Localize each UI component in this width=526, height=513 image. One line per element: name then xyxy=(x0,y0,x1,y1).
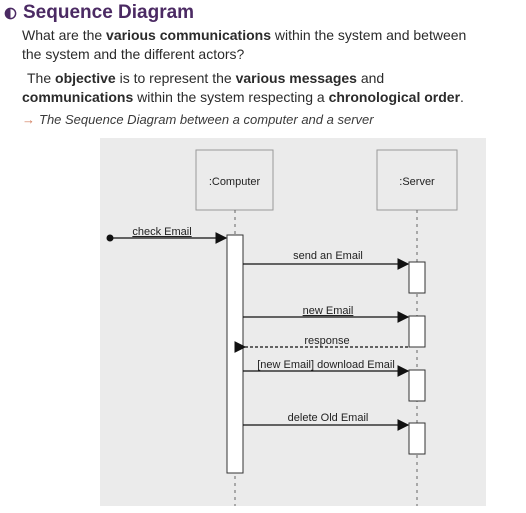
objective-text: and xyxy=(356,70,385,86)
objective-bold-text: communications xyxy=(22,89,134,105)
half-circle-bullet-icon xyxy=(4,7,17,19)
objective-bold-text: objective xyxy=(55,70,116,86)
diagram-caption: → The Sequence Diagram between a computer… xyxy=(22,112,374,127)
message-delete-email-label: delete Old Email xyxy=(288,412,369,424)
arrow-right-icon: → xyxy=(22,112,35,127)
computer-activation-bar xyxy=(226,234,244,474)
intro-text: within the system and between the system… xyxy=(22,27,467,62)
objective-paragraph: The objective is to represent the variou… xyxy=(22,69,492,107)
server-activation-bar xyxy=(408,315,426,348)
participant-computer-label: :Computer xyxy=(209,176,261,188)
intro-paragraph: What are the various communications with… xyxy=(22,26,482,64)
server-activation-bar xyxy=(408,422,426,455)
participant-computer-box xyxy=(195,149,274,211)
objective-text: The xyxy=(27,70,56,86)
section-heading: Sequence Diagram xyxy=(4,2,194,24)
objective-text: . xyxy=(460,89,464,105)
objective-text: within the system respecting a xyxy=(133,89,329,105)
participant-server-box xyxy=(376,149,458,211)
message-new-email-label: new Email xyxy=(303,305,354,317)
page-title: Sequence Diagram xyxy=(23,2,195,23)
message-send-email-label: send an Email xyxy=(293,250,363,262)
objective-bold-text: chronological order xyxy=(328,89,461,105)
sequence-diagram: :Computer :Server check Email send an Em… xyxy=(100,138,486,506)
sequence-diagram-canvas: :Computer :Server check Email send an Em… xyxy=(106,149,458,506)
intro-bold-text: various communications xyxy=(106,27,271,43)
server-activation-bar xyxy=(408,369,426,402)
participant-server-label: :Server xyxy=(399,176,435,188)
caption-text: The Sequence Diagram between a computer … xyxy=(39,112,374,127)
server-activation-bar xyxy=(408,261,426,294)
message-check-email-label: check Email xyxy=(132,226,191,238)
message-download-email-label: [new Email] download Email xyxy=(257,359,395,371)
objective-text: is to represent the xyxy=(115,70,236,86)
message-response-label: response xyxy=(304,335,349,347)
intro-text: What are the xyxy=(22,27,107,43)
objective-bold-text: various messages xyxy=(235,70,357,86)
